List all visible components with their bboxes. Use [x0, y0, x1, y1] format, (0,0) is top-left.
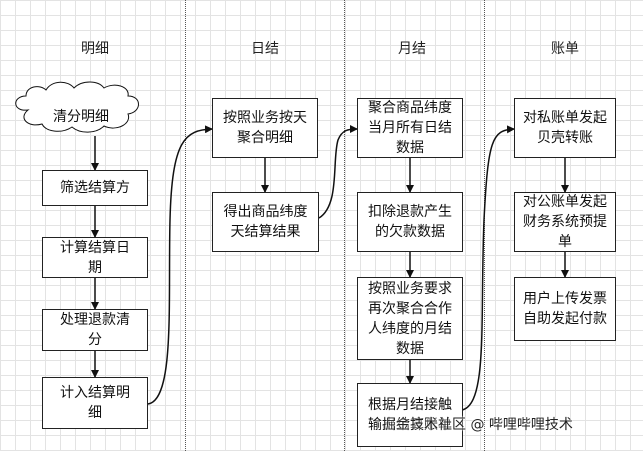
node-duisi-zhangdan-zhuanzhang: 对私账单发起贝壳转账: [514, 98, 616, 158]
node-label: 扣除退款产生的欠款数据: [368, 204, 452, 240]
node-juhe-dangyue-rijie: 聚合商品纬度当月所有日结数据: [357, 98, 463, 158]
node-zaici-juhe-hezuoren: 按照业务要求再次聚合合作人纬度的月结数据: [357, 277, 463, 360]
arrow-mx-to-rj: [147, 125, 213, 405]
node-duigong-zhangdan-tidan: 对公账单发起财务系统预提单: [514, 192, 616, 252]
lane-title-yuejie: 月结: [398, 41, 426, 57]
node-label: 按照业务要求再次聚合合作人纬度的月结数据: [368, 280, 452, 357]
node-label: 得出商品纬度天结算结果: [223, 204, 308, 240]
lane-divider-1: [185, 0, 186, 451]
cloud-shape: [15, 81, 139, 133]
node-label: 按照业务按天聚合明细: [223, 110, 307, 146]
node-label: 对私账单发起贝壳转账: [523, 110, 607, 146]
node-qingfen-mingxi: 清分明细: [53, 109, 109, 125]
node-chuli-tuikuan-qingfen: 处理退款清分: [42, 309, 148, 351]
node-label: 根据月结接触输出结算账单: [368, 397, 452, 433]
node-anzhao-yewu-antian-juhe: 按照业务按天聚合明细: [212, 98, 318, 158]
lane-title-rijie: 日结: [251, 41, 279, 57]
node-label: 计入结算明细: [60, 385, 130, 421]
node-label: 对公账单发起财务系统预提单: [523, 194, 607, 250]
node-jiru-jiesuan-mingxi: 计入结算明细: [42, 377, 148, 429]
lane-title-mingxi: 明细: [81, 41, 109, 57]
node-jisuan-jiesuan-riqi: 计算结算日期: [42, 237, 148, 278]
node-label: 用户上传发票自助发起付款: [523, 291, 607, 327]
node-dechu-shangpin-tian-jiesuan: 得出商品纬度天结算结果: [212, 192, 319, 252]
node-shaixuan-jiesuanfang: 筛选结算方: [42, 170, 148, 206]
node-genju-yuejie-shuchu-zhangdan: 根据月结接触输出结算账单: [357, 383, 463, 447]
watermark: 掘金技术社区 @ 哔哩哔哩技术: [382, 417, 573, 433]
node-label: 筛选结算方: [60, 180, 130, 196]
node-label: 聚合商品纬度当月所有日结数据: [368, 100, 452, 156]
lane-divider-2: [344, 0, 345, 451]
arrow-rj-to-yj: [318, 125, 358, 219]
node-shangchuan-fapiao-fukuan: 用户上传发票自助发起付款: [514, 277, 616, 341]
node-label: 计算结算日期: [60, 239, 130, 276]
lane-title-zhangdan: 账单: [551, 41, 579, 57]
node-kouchu-tuikuan-qiankuan: 扣除退款产生的欠款数据: [357, 192, 463, 252]
node-label: 处理退款清分: [60, 312, 130, 348]
arrow-yj-to-zd: [461, 125, 515, 411]
